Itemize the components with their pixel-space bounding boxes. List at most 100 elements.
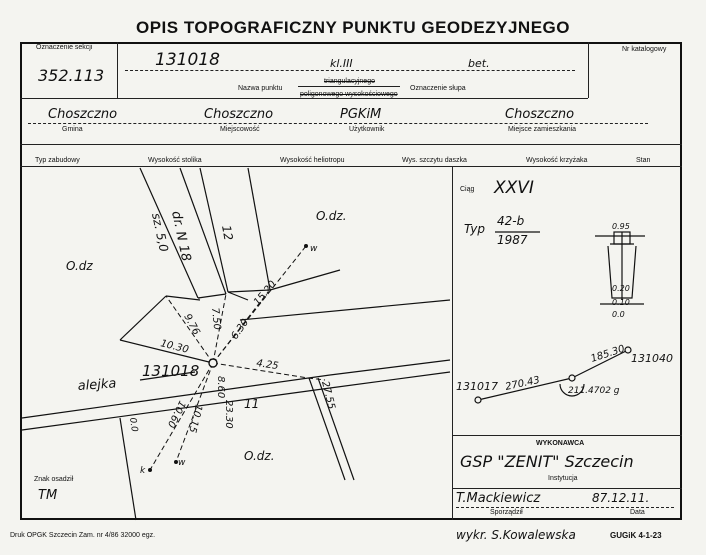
witness-marker — [148, 468, 152, 472]
witness-label: w — [310, 244, 318, 254]
measure-label: 15.20 — [252, 279, 279, 308]
print-info: Druk OPGK Szczecin Zam. nr 4/86 32000 eg… — [10, 532, 156, 539]
gmina-value: Choszczno — [48, 107, 118, 122]
form-title: OPIS TOPOGRAFICZNY PUNKTU GEODEZYJNEGO — [136, 18, 570, 37]
data-value: 87.12.11. — [592, 491, 650, 505]
trig-label: triangulacyjnego — [324, 78, 375, 85]
col-divider — [117, 42, 118, 98]
traverse-point: 131040 — [631, 352, 673, 365]
miejscowosc-value: Choszczno — [204, 107, 274, 122]
col-divider — [588, 42, 589, 98]
poly-label: poligonowego wysokościowego — [300, 91, 398, 98]
plot-number: 11 — [244, 397, 259, 411]
measure-label: 9.76 — [181, 312, 201, 337]
row-divider — [452, 435, 682, 436]
row-divider — [20, 98, 588, 99]
ciag-value: XXVI — [494, 178, 534, 198]
point-label: 131018 — [142, 362, 199, 380]
measure-label: 7.50 — [209, 307, 222, 330]
measure-label: 27.55 — [319, 380, 337, 410]
znak-label: Znak osadził — [34, 476, 74, 483]
dotted-line — [456, 507, 674, 508]
wykonawca-label: WYKONAWCA — [536, 440, 585, 447]
road-width-label: sz. 5,0 — [149, 212, 171, 254]
measure-label: 8.60 — [215, 376, 226, 398]
measure-label: 270.43 — [504, 375, 541, 393]
wys-krzyzaka-label: Wysokość krzyżaka — [526, 157, 588, 164]
uzytkownik-label: Użytkownik — [349, 126, 385, 133]
form-frame — [20, 42, 682, 520]
measure-label: 4.25 — [256, 358, 280, 372]
dim-label: 0.20 — [612, 284, 630, 293]
road-line — [199, 167, 229, 293]
witness-label: w — [178, 458, 186, 468]
stan-label: Stan — [636, 157, 651, 164]
measure-label: 0.0 — [127, 417, 139, 433]
form-code: GUGiK 4-1-23 — [610, 531, 662, 540]
uzytkownik-value: PGKiM — [340, 107, 382, 122]
pillar-label: Oznaczenie słupa — [410, 85, 466, 92]
road-line — [139, 167, 199, 299]
road-label: dr. N 18 — [168, 210, 193, 263]
section-label: Oznaczenie sekcji — [36, 44, 93, 51]
catalog-label: Nr katalogowy — [622, 46, 667, 53]
alley-line — [21, 387, 331, 431]
wys-stolika-label: Wysokość stolika — [148, 157, 202, 164]
dotted-line — [125, 70, 575, 71]
section-value: 352.113 — [38, 66, 105, 85]
dotted-line — [28, 123, 648, 124]
label-rule — [298, 86, 400, 87]
concrete-mark: bet. — [468, 57, 490, 70]
typ-value: 42-b — [497, 214, 525, 228]
dim-label: 0.95 — [612, 222, 630, 231]
alley-label: alejka — [77, 376, 117, 394]
data-label: Data — [630, 509, 645, 516]
dim-label: 0.10 — [612, 298, 630, 307]
land-use-label: O.dz — [66, 259, 93, 273]
zamieszkanie-label: Miejsce zamieszkania — [508, 126, 577, 133]
witness-marker — [174, 460, 178, 464]
row-divider — [452, 488, 682, 489]
boundary-line — [239, 299, 451, 321]
name-label: Nazwa punktu — [238, 85, 283, 92]
measure-label: 10.60 — [165, 399, 187, 430]
measure-label: 6.30 — [229, 317, 251, 342]
point-marker — [208, 358, 218, 368]
measure-label: 185.30 — [590, 344, 627, 365]
point-number: 131018 — [155, 50, 220, 70]
traverse-point: 131017 — [456, 380, 498, 393]
road-line — [179, 167, 227, 295]
road-line — [247, 167, 271, 291]
plot-line — [119, 295, 167, 341]
row-divider — [20, 166, 682, 167]
sporzadzil-value: T.Mackiewicz — [456, 491, 541, 506]
witness-label: k — [140, 466, 146, 476]
row-divider — [20, 144, 682, 145]
znak-value: TM — [38, 488, 58, 503]
witness-marker — [304, 244, 308, 248]
drawn-by: wykr. S.Kowalewska — [456, 528, 576, 542]
sporzadzil-label: Sporządził — [490, 509, 523, 516]
land-use-label: O.dz. — [244, 449, 275, 463]
miejscowosc-label: Miejscowość — [220, 126, 260, 133]
dim-label: 0.0 — [612, 310, 625, 319]
road-line — [197, 293, 227, 299]
measure-label: 23.30 — [223, 400, 234, 429]
wys-daszka-label: Wys. szczytu daszka — [402, 157, 467, 164]
alley-line — [21, 374, 331, 419]
ciag-label: Ciąg — [460, 186, 475, 193]
zamieszkanie-value: Choszczno — [505, 107, 575, 122]
plot-number: 12 — [219, 224, 235, 241]
typ-year: 1987 — [497, 233, 528, 247]
gmina-label: Gmina — [62, 126, 83, 133]
typ-zabudowy-label: Typ zabudowy — [35, 157, 80, 164]
wys-heliotropu-label: Wysokość heliotropu — [280, 157, 345, 164]
wykonawca-value: GSP "ZENIT" Szczecin — [460, 452, 634, 471]
typ-label: Typ — [464, 222, 486, 236]
col-divider — [452, 166, 453, 520]
angle-label: 211.4702 g — [568, 386, 620, 396]
land-use-label: O.dz. — [316, 209, 347, 223]
instytucja-label: Instytucja — [548, 475, 578, 482]
plot-line — [119, 339, 214, 364]
